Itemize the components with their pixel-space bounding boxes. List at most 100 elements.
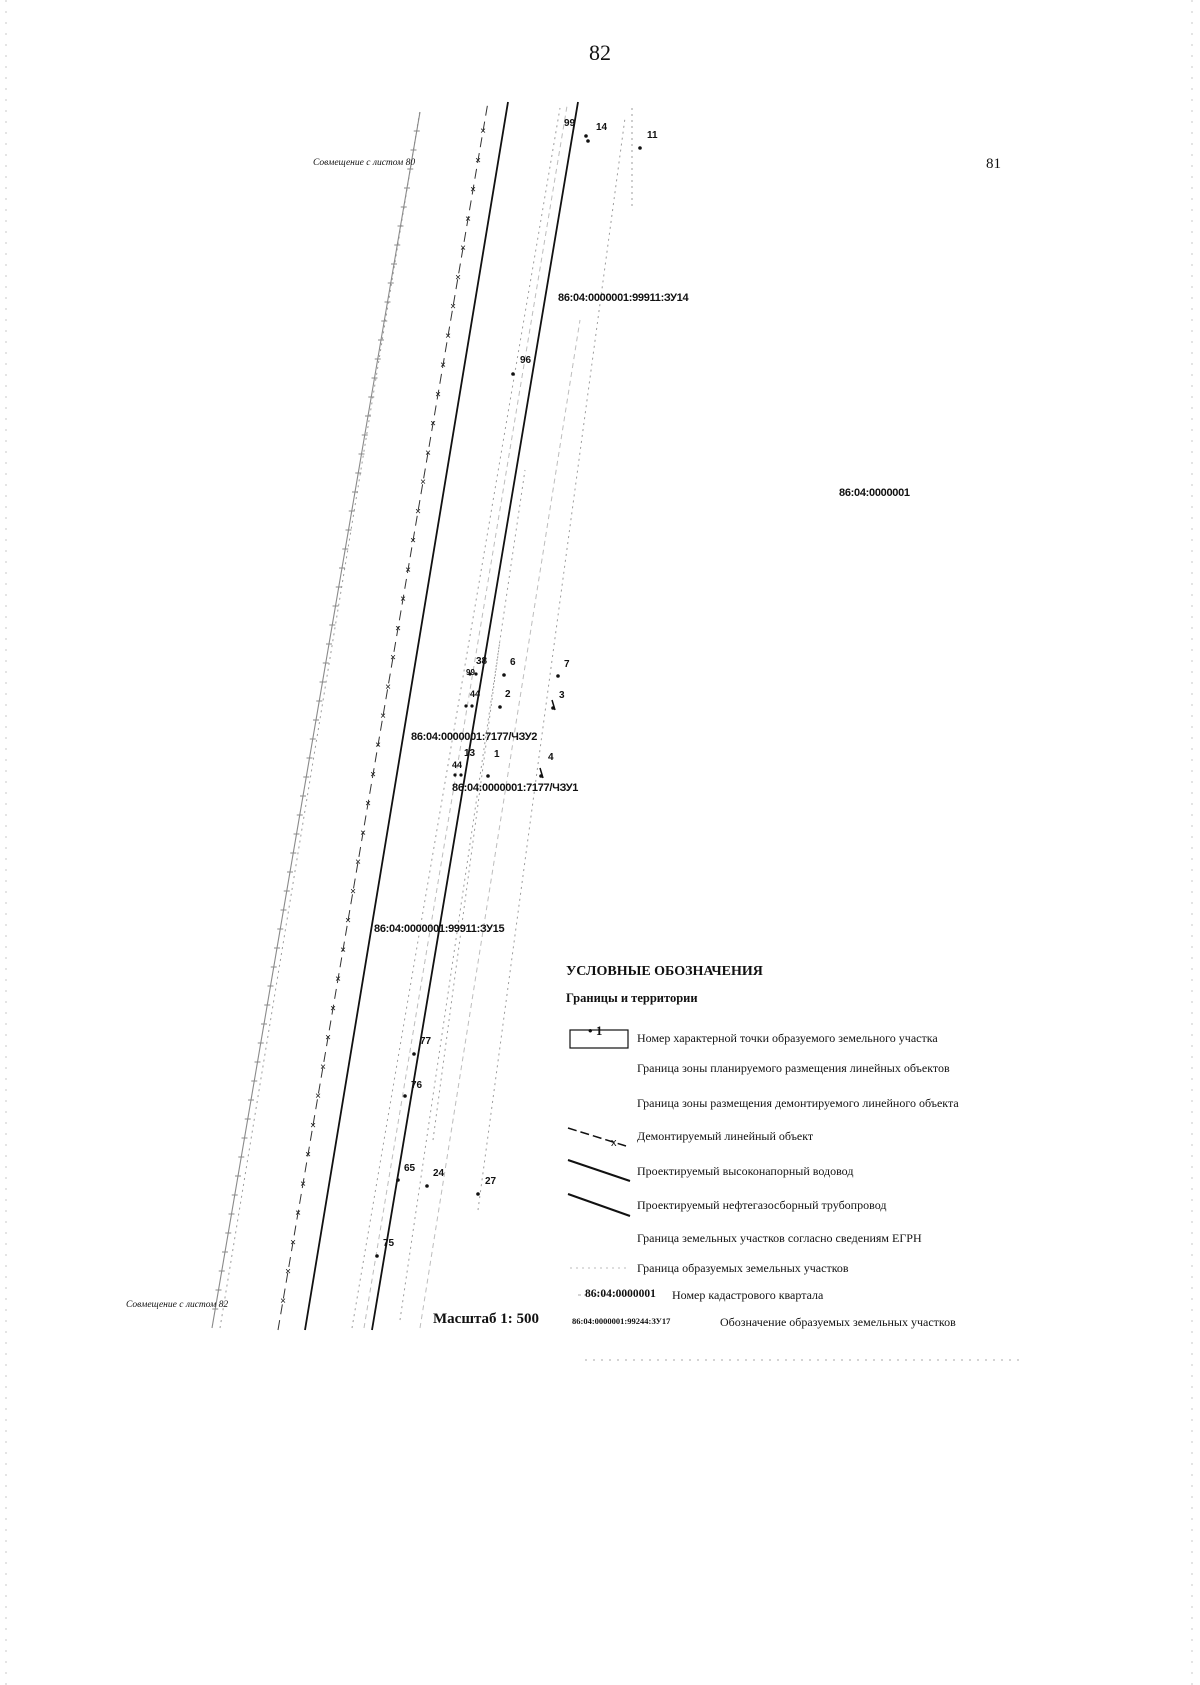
legend-item: Проектируемый высоконапорный водовод — [637, 1164, 854, 1178]
scan-edge — [5, 0, 1193, 1685]
point-number: 24 — [433, 1168, 445, 1179]
point-number: 99 — [564, 118, 576, 129]
egrn-boundaries — [219, 107, 633, 1329]
legend-sample-quarter: 86:04:0000001 — [585, 1288, 656, 1300]
point-number: 65 — [404, 1163, 416, 1174]
point-number: 38 — [476, 656, 488, 667]
legend-item: Граница образуемых земельных участков — [637, 1261, 849, 1275]
x-marker: × — [425, 448, 431, 459]
legend-point-sample-number: 1 — [595, 1023, 603, 1038]
point-markers — [375, 134, 642, 1258]
x-marker: × — [375, 740, 381, 751]
point-number: 11 — [647, 130, 658, 141]
x-marker: × — [310, 1120, 316, 1131]
legend-item: Граница земельных участков согласно свед… — [637, 1231, 922, 1245]
x-marker: × — [360, 828, 366, 839]
combine-bottom-label: Совмещение с листом 82 — [126, 1300, 229, 1310]
parcel-label-chzu2: 86:04:0000001:7177/ЧЗУ2 — [411, 731, 538, 743]
legend-item: Номер кадастрового квартала — [672, 1288, 824, 1302]
forming-parcel-boundaries — [363, 105, 581, 1329]
planned-zone-symbol — [569, 1029, 629, 1049]
dismantled-object-x-markers: × × × × × × × × × × × × × × × × × × × × × × × × × × × × × × × × × × × × × × × ×… — [280, 126, 486, 1307]
x-marker: × — [435, 389, 441, 400]
x-marker: × — [320, 1062, 326, 1073]
dismantled-line-ticks — [212, 130, 420, 1310]
x-marker: × — [405, 565, 411, 576]
x-marker: × — [440, 360, 446, 371]
x-marker: × — [400, 594, 406, 605]
map-scale: Масштаб 1: 500 — [433, 1311, 540, 1327]
legend-point-sample: • 1 — [588, 1023, 603, 1038]
x-marker: × — [300, 1179, 306, 1190]
x-marker: × — [355, 857, 361, 868]
legend-item: Граница зоны размещения демонтируемого л… — [637, 1096, 959, 1110]
point-number: 14 — [596, 122, 608, 133]
x-marker: × — [420, 477, 426, 488]
legend-symbols: x — [567, 1029, 1020, 1361]
x-marker: × — [415, 506, 421, 517]
x-marker: × — [305, 1150, 311, 1161]
point-number: 27 — [485, 1176, 497, 1187]
x-marker: × — [335, 974, 341, 985]
point-number: 6 — [510, 657, 516, 668]
legend-item: Проектируемый нефтегазосборный трубопров… — [637, 1198, 887, 1212]
point-number: 2 — [505, 689, 511, 700]
x-marker: × — [410, 536, 416, 547]
x-marker: × — [370, 769, 376, 780]
cadastral-quarter-label: 86:04:0000001 — [839, 487, 910, 499]
x-marker: × — [285, 1267, 291, 1278]
parcel-label-chzu1: 86:04:0000001:7177/ЧЗУ1 — [452, 782, 579, 794]
point-number: 76 — [411, 1080, 423, 1091]
x-marker: × — [430, 419, 436, 430]
point-number: 77 — [420, 1036, 432, 1047]
x-marker: × — [385, 682, 391, 693]
short-segments — [539, 699, 556, 779]
legend-subtitle: Границы и территории — [566, 991, 698, 1005]
x-marker: × — [395, 623, 401, 634]
x-marker: × — [315, 1091, 321, 1102]
point-number: 1 — [494, 749, 500, 760]
combine-top-label: Совмещение с листом 80 — [313, 158, 416, 168]
x-marker: × — [380, 711, 386, 722]
x-marker: × — [470, 185, 476, 196]
legend-title: УСЛОВНЫЕ ОБОЗНАЧЕНИЯ — [566, 964, 763, 979]
point-number: 44 — [452, 760, 463, 770]
x-marker: × — [280, 1296, 286, 1307]
x-marker: × — [325, 1033, 331, 1044]
legend-sample-parcel: 86:04:0000001:99244:ЗУ17 — [572, 1316, 671, 1326]
x-marker: × — [345, 916, 351, 927]
x-marker: × — [465, 214, 471, 225]
parcel-label-zu14: 86:04:0000001:99911:ЗУ14 — [558, 292, 689, 304]
x-marker: × — [390, 653, 396, 664]
x-marker: × — [475, 155, 481, 166]
point-number: 75 — [383, 1238, 395, 1249]
x-marker: × — [340, 945, 346, 956]
legend-item: Граница зоны планируемого размещения лин… — [637, 1061, 950, 1075]
x-marker: × — [295, 1208, 301, 1219]
point-number: 7 — [564, 659, 570, 670]
page-number: 82 — [589, 40, 611, 65]
x-marker: × — [450, 302, 456, 313]
x-marker: × — [455, 272, 461, 283]
designed-pipelines — [304, 101, 579, 1331]
point-number: 99 — [466, 668, 475, 677]
legend-item: Обозначение образуемых земельных участко… — [720, 1315, 956, 1329]
parcel-label-zu15: 86:04:0000001:99911:ЗУ15 — [374, 923, 505, 935]
x-marker: × — [365, 799, 371, 810]
x-marker: × — [445, 331, 451, 342]
point-number: 13 — [464, 748, 476, 759]
legend-item: Номер характерной точки образуемого земе… — [637, 1031, 938, 1045]
sheet-number: 81 — [986, 156, 1001, 172]
high-pressure-water-line — [304, 101, 509, 1331]
x-marker: × — [460, 243, 466, 254]
svg-text:x: x — [611, 1137, 617, 1149]
point-number: 44 — [470, 689, 481, 699]
point-number: 4 — [548, 752, 554, 763]
x-marker: × — [290, 1237, 296, 1248]
point-number: 96 — [520, 355, 532, 366]
x-marker: × — [350, 886, 356, 897]
x-marker: × — [480, 126, 486, 137]
legend-item: Демонтируемый линейный объект — [637, 1129, 814, 1143]
oil-gas-gathering-pipeline — [371, 101, 579, 1331]
